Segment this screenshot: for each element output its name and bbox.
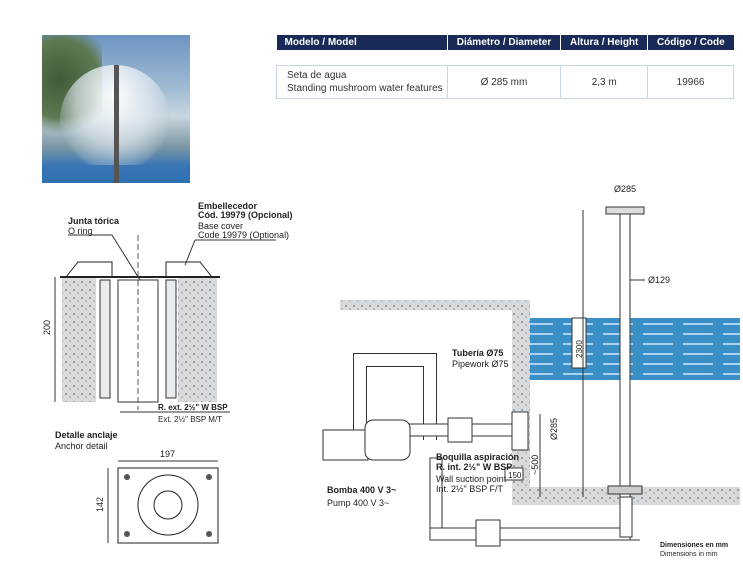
header-height: Altura / Height (560, 35, 648, 50)
anchor-width: 197 (160, 449, 175, 459)
units-es: Dimensiones en mm (660, 542, 728, 549)
height-cell: 2,3 m (560, 65, 649, 99)
pump-label-en: Pump 400 V 3~ (327, 498, 389, 508)
anchor-title-en: Anchor detail (55, 441, 108, 451)
cover-label-es2: Cód. 19979 (Opcional) (198, 210, 293, 220)
anchor-height: 142 (95, 497, 105, 512)
code-cell: 19966 (647, 65, 734, 99)
model-en: Standing mushroom water features (287, 83, 443, 94)
pipe-label-en: Pipework Ø75 (452, 359, 509, 369)
pool-installation (322, 206, 740, 547)
suction-label-en1: Wall suction point (436, 474, 507, 484)
units-en: Dimensions in mm (660, 551, 718, 558)
oring-label-en: O ring (68, 226, 93, 236)
dim-d129: Ø129 (648, 275, 670, 285)
oring-label-es: Junta tórica (68, 216, 120, 226)
header-code: Código / Code (647, 35, 734, 50)
thread-label-es: R. ext. 2½" W BSP (158, 403, 228, 412)
thread-label-en: Ext. 2½" BSP M/T (158, 415, 222, 424)
suction-label-es1: Boquilla aspiración (436, 452, 519, 462)
header-diameter: Diámetro / Diameter (446, 35, 561, 50)
header-model: Modelo / Model (276, 35, 448, 50)
spec-table: Modelo / Model Diámetro / Diameter Altur… (276, 35, 734, 99)
cover-label-es1: Embellecedor (198, 201, 258, 211)
anchor-title-es: Detalle anclaje (55, 430, 118, 440)
anchor-plate (107, 460, 219, 544)
cover-label-en2: Code 19979 (Optional) (198, 230, 289, 240)
dim-d285-side: Ø285 (549, 418, 559, 440)
cover-label-en1: Base cover (198, 221, 243, 231)
pipe-label-es: Tubería Ø75 (452, 348, 503, 358)
dim-500: ~500 (530, 455, 540, 475)
table-header: Modelo / Model Diámetro / Diameter Altur… (276, 35, 734, 50)
dim-200: 200 (42, 320, 52, 335)
product-photo (42, 35, 190, 183)
dim-150: 150 (508, 471, 522, 480)
suction-label-en2: Int. 2½" BSP F/T (436, 484, 504, 494)
model-es: Seta de agua (287, 70, 347, 81)
pump-label-es: Bomba 400 V 3~ (327, 485, 396, 495)
dim-d285-top: Ø285 (614, 184, 636, 194)
installation-detail: 200 (42, 234, 276, 413)
suction-label-es2: R. int. 2½" W BSP (436, 462, 512, 472)
dim-2300: 2300 (575, 340, 584, 358)
